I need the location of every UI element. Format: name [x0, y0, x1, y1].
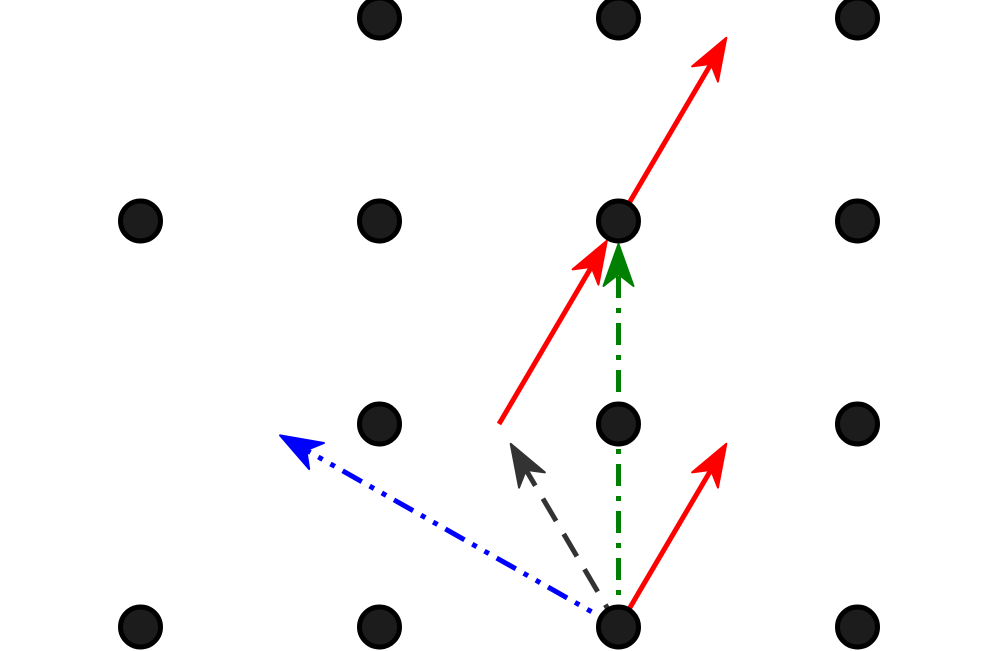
lattice-point [596, 604, 641, 650]
lattice-point [835, 604, 880, 650]
lattice-point [835, 0, 880, 41]
green-arrow-origin-up-head [602, 243, 635, 287]
lattice-point [835, 198, 880, 244]
gray-arrow-origin-to-left-head [509, 442, 546, 489]
red-arrow-center-to-top-head [691, 36, 728, 83]
red-arrow-center-to-top-shaft [616, 62, 714, 223]
red-arrow-left-to-center-head [571, 239, 608, 286]
red-arrow-center-to-top [616, 36, 728, 223]
red-arrow-origin-to-right [616, 442, 728, 629]
blue-arrow-origin-to-far-left [279, 434, 620, 630]
red-arrow-left-to-center [496, 239, 608, 426]
lattice-point [835, 401, 880, 447]
lattice-point [357, 0, 402, 41]
lattice-point [357, 604, 402, 650]
blue-arrow-origin-to-far-left-shaft [305, 448, 620, 630]
red-arrow-left-to-center-shaft [496, 265, 594, 426]
red-arrow-origin-to-right-head [691, 442, 728, 489]
lattice-point [596, 401, 641, 447]
blue-arrow-origin-to-far-left-head [279, 434, 325, 471]
arrow-layer [279, 36, 728, 630]
gray-arrow-origin-to-left-shaft [523, 468, 621, 629]
lattice-point [596, 198, 641, 244]
lattice-point [596, 0, 641, 41]
green-arrow-origin-up [602, 243, 635, 627]
lattice-point [118, 198, 163, 244]
lattice-point [118, 604, 163, 650]
lattice-point-layer [118, 0, 880, 650]
gray-arrow-origin-to-left [509, 442, 621, 629]
lattice-point [357, 401, 402, 447]
lattice-point [357, 198, 402, 244]
red-arrow-origin-to-right-shaft [616, 468, 714, 629]
